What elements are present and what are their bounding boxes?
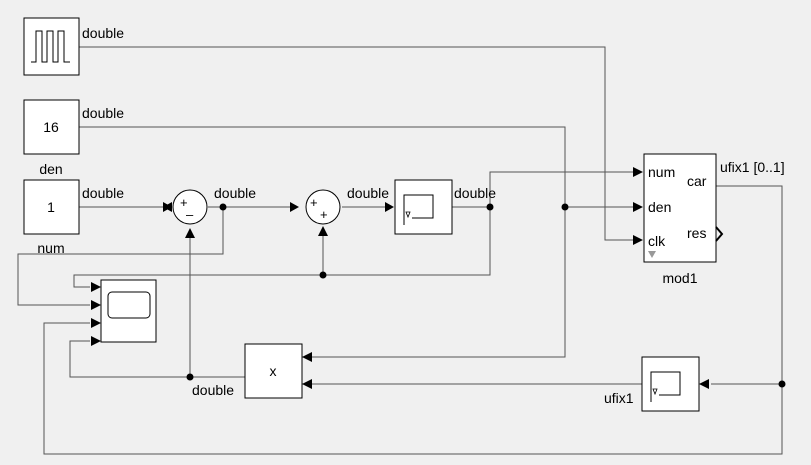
sum2-plus-sign: + <box>310 195 318 210</box>
sum1-minus-sign: – <box>186 207 194 222</box>
wire-product-to-sum1[interactable] <box>189 230 245 378</box>
mod-out-type: ufix1 [0..1] <box>720 159 785 175</box>
delay-step-icon <box>403 194 434 225</box>
mod-port-clk: clk <box>648 233 666 249</box>
wire-feedback-to-scope[interactable] <box>73 274 323 288</box>
sum2-plus-sign: + <box>320 207 328 222</box>
arrowhead <box>290 202 299 212</box>
wire-pulse-to-clk[interactable] <box>79 46 633 241</box>
scope-block[interactable] <box>100 279 157 343</box>
unit-delay-block[interactable] <box>394 179 453 235</box>
pulse-out-type: double <box>82 25 124 41</box>
wire-car-to-scope[interactable] <box>43 322 783 455</box>
res-output-chevron-icon <box>715 226 724 242</box>
delay-marker-icon <box>652 388 658 396</box>
scope-screen-icon <box>107 291 151 319</box>
arrowhead <box>385 202 394 212</box>
arrowhead <box>91 336 101 346</box>
den-out-type: double <box>82 105 124 121</box>
den-block-name: den <box>39 161 62 177</box>
mod-block-name: mod1 <box>662 270 697 286</box>
mod-port-num: num <box>648 164 675 180</box>
sum2-out-type: double <box>347 185 389 201</box>
den-constant-block[interactable]: 16 <box>23 99 80 155</box>
mod-port-res: res <box>687 225 706 241</box>
arrowhead <box>91 300 101 310</box>
mod-port-den: den <box>648 199 671 215</box>
arrowhead <box>302 379 312 389</box>
sum1-plus-sign: + <box>180 195 188 210</box>
delay1-out-type: double <box>454 185 496 201</box>
delay-marker-icon <box>405 211 411 219</box>
junction-dot <box>319 271 327 279</box>
pulse-wave-icon <box>31 30 70 63</box>
clk-edge-marker-icon <box>648 251 656 258</box>
mod-port-car: car <box>687 173 707 189</box>
product-symbol: x <box>270 363 277 379</box>
wire-delay-feedback[interactable] <box>322 207 491 276</box>
subtract-sum-block[interactable]: + – <box>172 189 208 225</box>
arrowhead <box>699 379 709 389</box>
arrowhead <box>633 167 643 177</box>
junction-dot <box>486 203 494 211</box>
wire-den-to-mod[interactable] <box>79 126 633 208</box>
arrowhead <box>185 228 195 238</box>
arrowhead <box>318 226 328 236</box>
junction-dot <box>778 380 786 388</box>
junction-dot <box>219 203 227 211</box>
wire-den-to-product[interactable] <box>302 207 566 358</box>
arrowhead <box>633 235 643 245</box>
pulse-generator-block[interactable] <box>23 17 80 76</box>
product-out-type: double <box>192 382 234 398</box>
sum1-out-type: double <box>214 185 256 201</box>
junction-dot <box>561 203 569 211</box>
arrowhead <box>91 282 101 292</box>
delay2-out-type: ufix1 <box>604 390 634 406</box>
den-value: 16 <box>43 119 59 135</box>
junction-dot <box>186 373 194 381</box>
mod-counter-block[interactable]: num den clk car res <box>643 153 724 263</box>
num-out-type: double <box>82 185 124 201</box>
wire-car-out[interactable] <box>711 185 783 385</box>
arrowhead <box>91 318 101 328</box>
wire-sum1-to-scope[interactable] <box>17 207 224 306</box>
wire-delay-to-num[interactable] <box>452 171 633 208</box>
wire-product-to-scope[interactable] <box>69 340 190 378</box>
arrowhead <box>302 352 312 362</box>
unit-delay-2-block[interactable] <box>641 356 700 412</box>
add-sum-block[interactable]: + + <box>305 189 341 225</box>
num-block-name: num <box>37 240 64 256</box>
arrowhead <box>163 202 172 212</box>
delay-step-icon <box>650 371 681 402</box>
product-block[interactable]: x <box>244 343 303 399</box>
arrowhead <box>633 202 643 212</box>
num-constant-block[interactable]: 1 <box>23 179 80 235</box>
num-value: 1 <box>47 199 55 215</box>
